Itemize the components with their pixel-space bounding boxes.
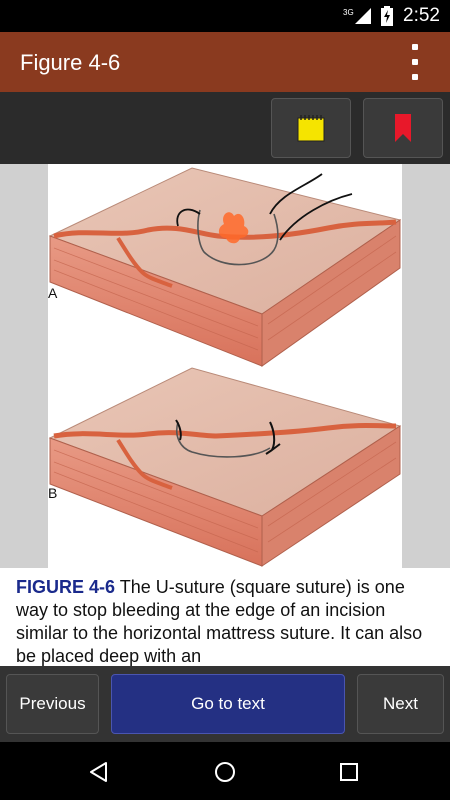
menu-dot: [412, 59, 418, 65]
back-icon[interactable]: [83, 756, 115, 788]
status-clock: 2:52: [403, 5, 440, 26]
panel-b-label: B: [48, 485, 57, 501]
figure-caption: FIGURE 4-6 The U-suture (square suture) …: [0, 568, 450, 666]
figure-image: A B: [48, 164, 402, 568]
notepad-icon: [297, 115, 325, 142]
previous-button[interactable]: Previous: [6, 674, 99, 734]
battery-icon: [381, 6, 394, 26]
figure-toolbar: [0, 92, 450, 164]
figure-caption-label: FIGURE 4-6: [16, 577, 116, 597]
u-suture-illustration: A B: [48, 167, 402, 567]
panel-a-skin-block: [48, 167, 402, 367]
system-nav-bar: [0, 742, 450, 800]
figure-nav-bar: Previous Go to text Next: [0, 666, 450, 742]
panel-b-skin-block: [48, 367, 402, 567]
signal-icon: 3G: [343, 8, 372, 24]
status-bar: 3G 2:52: [0, 0, 450, 32]
bookmark-icon: [395, 114, 411, 142]
menu-dot: [412, 44, 418, 50]
bookmark-button[interactable]: [363, 98, 443, 158]
overflow-menu-icon[interactable]: [408, 44, 422, 80]
figure-caption-text: The U-suture (square suture) is one way …: [16, 577, 423, 666]
status-icons: 3G 2:52: [343, 5, 440, 26]
panel-a-label: A: [48, 285, 58, 301]
notes-button[interactable]: [271, 98, 351, 158]
app-bar: Figure 4-6: [0, 32, 450, 92]
page-title: Figure 4-6: [20, 50, 121, 75]
home-icon[interactable]: [209, 756, 241, 788]
go-to-text-button[interactable]: Go to text: [111, 674, 345, 734]
next-button[interactable]: Next: [357, 674, 444, 734]
recents-icon[interactable]: [333, 756, 365, 788]
network-type-label: 3G: [343, 8, 354, 17]
menu-dot: [412, 74, 418, 80]
figure-viewer[interactable]: A B: [0, 164, 450, 568]
